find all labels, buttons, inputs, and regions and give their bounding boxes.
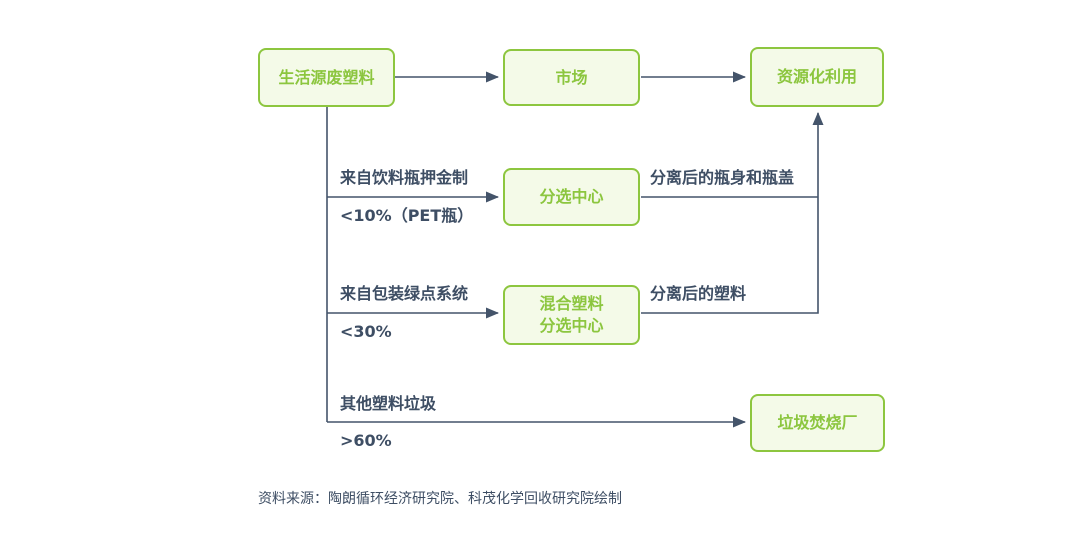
edge-label-separated-bottles: 分离后的瓶身和瓶盖 [650,168,795,187]
node-resource-utilization: 资源化利用 [750,47,884,107]
edge-label-separated-plastics: 分离后的塑料 [650,284,747,303]
edge-label-other-source: 其他塑料垃圾 [340,394,437,413]
edge-label-deposit-source: 来自饮料瓶押金制 [340,168,469,187]
edge-label-greendot-source: 来自包装绿点系统 [340,284,469,303]
node-mixed-plastic-sorting-center: 混合塑料 分选中心 [503,285,640,345]
edge-mixed-to-recycling [641,112,824,314]
source-note: 资料来源：陶朗循环经济研究院、科茂化学回收研究院绘制 [258,491,622,507]
edge-label-other-share: >60% [340,431,392,450]
node-incineration-plant: 垃圾焚烧厂 [750,394,885,452]
node-household-waste-plastics: 生活源废塑料 [258,48,395,107]
edge-label-greendot-share: <30% [340,322,392,341]
edge-label-deposit-share: <10%（PET瓶） [340,206,474,225]
node-sorting-center: 分选中心 [503,168,640,226]
node-market: 市场 [503,49,640,106]
